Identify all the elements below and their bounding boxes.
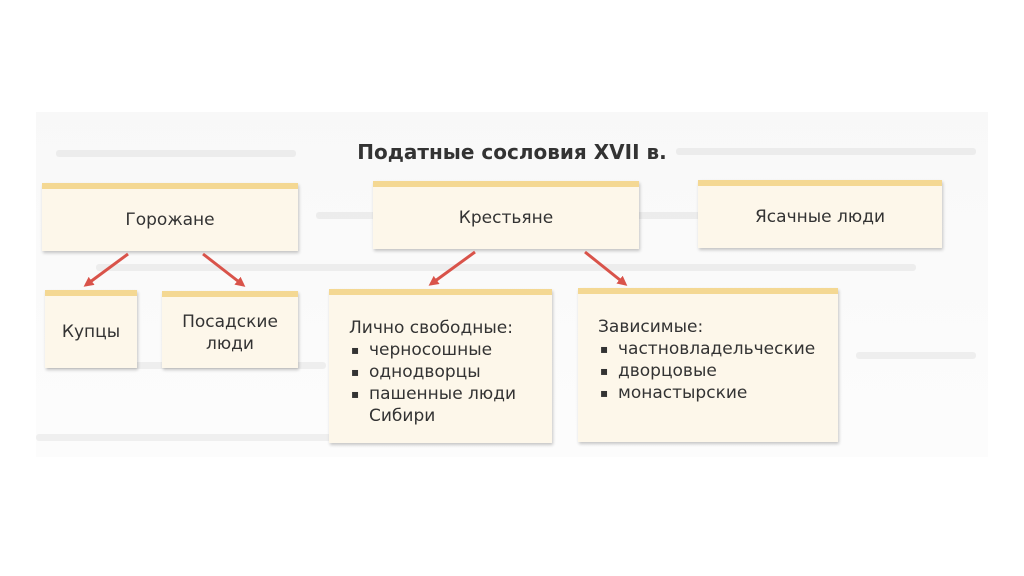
bullet-icon: ▪ (600, 342, 609, 356)
list-item-label: дворцовые (618, 361, 717, 381)
list-item: ▪ однодворцы (349, 361, 552, 383)
box-free-peasants: Лично свободные: ▪ черносошные ▪ однодво… (329, 289, 552, 443)
list-item: ▪ пашенные люди Сибири (349, 383, 539, 427)
list-item: ▪ дворцовые (598, 360, 838, 382)
free-peasants-heading: Лично свободные: (349, 318, 513, 338)
scan-noise-line (36, 434, 336, 441)
box-merchants-label: Купцы (61, 322, 121, 342)
box-peasants-label: Крестьяне (458, 208, 554, 228)
arrow-townspeople-to-merchants (83, 252, 129, 287)
scan-noise-line (856, 352, 976, 359)
list-item: ▪ частновладельческие (598, 338, 838, 360)
list-item: ▪ черносошные (349, 339, 552, 361)
bullet-icon: ▪ (600, 364, 609, 378)
dependent-peasants-heading: Зависимые: (598, 317, 704, 337)
list-item-label: частновладельческие (618, 339, 816, 359)
scan-noise-line (96, 264, 916, 271)
list-item-label: черносошные (369, 340, 493, 360)
list-item: ▪ монастырские (598, 382, 838, 404)
arrow-peasants-to-free (428, 250, 476, 286)
arrow-townspeople-to-posad (202, 252, 246, 287)
box-posad-people-label: Посадские люди (182, 311, 278, 354)
box-yasak-people-label: Ясачные люди (755, 207, 885, 227)
scan-noise-line (676, 148, 976, 155)
box-dependent-peasants: Зависимые: ▪ частновладельческие ▪ дворц… (578, 288, 838, 442)
list-item-label: монастырские (618, 383, 748, 403)
box-posad-people: Посадские люди (162, 291, 298, 368)
bullet-icon: ▪ (600, 386, 609, 400)
box-merchants: Купцы (45, 290, 137, 368)
box-townspeople: Горожане (42, 183, 298, 251)
list-item-label: пашенные люди Сибири (369, 384, 517, 426)
diagram-title: Податные сословия XVII в. (357, 140, 667, 164)
bullet-icon: ▪ (351, 387, 360, 401)
bullet-icon: ▪ (351, 365, 360, 379)
box-peasants: Крестьяне (373, 181, 639, 249)
arrow-peasants-to-dependent (584, 250, 628, 286)
list-item-label: однодворцы (369, 362, 481, 382)
box-yasak-people: Ясачные люди (698, 180, 942, 248)
box-townspeople-label: Горожане (125, 210, 215, 230)
scan-noise-line (56, 150, 296, 157)
bullet-icon: ▪ (351, 343, 360, 357)
